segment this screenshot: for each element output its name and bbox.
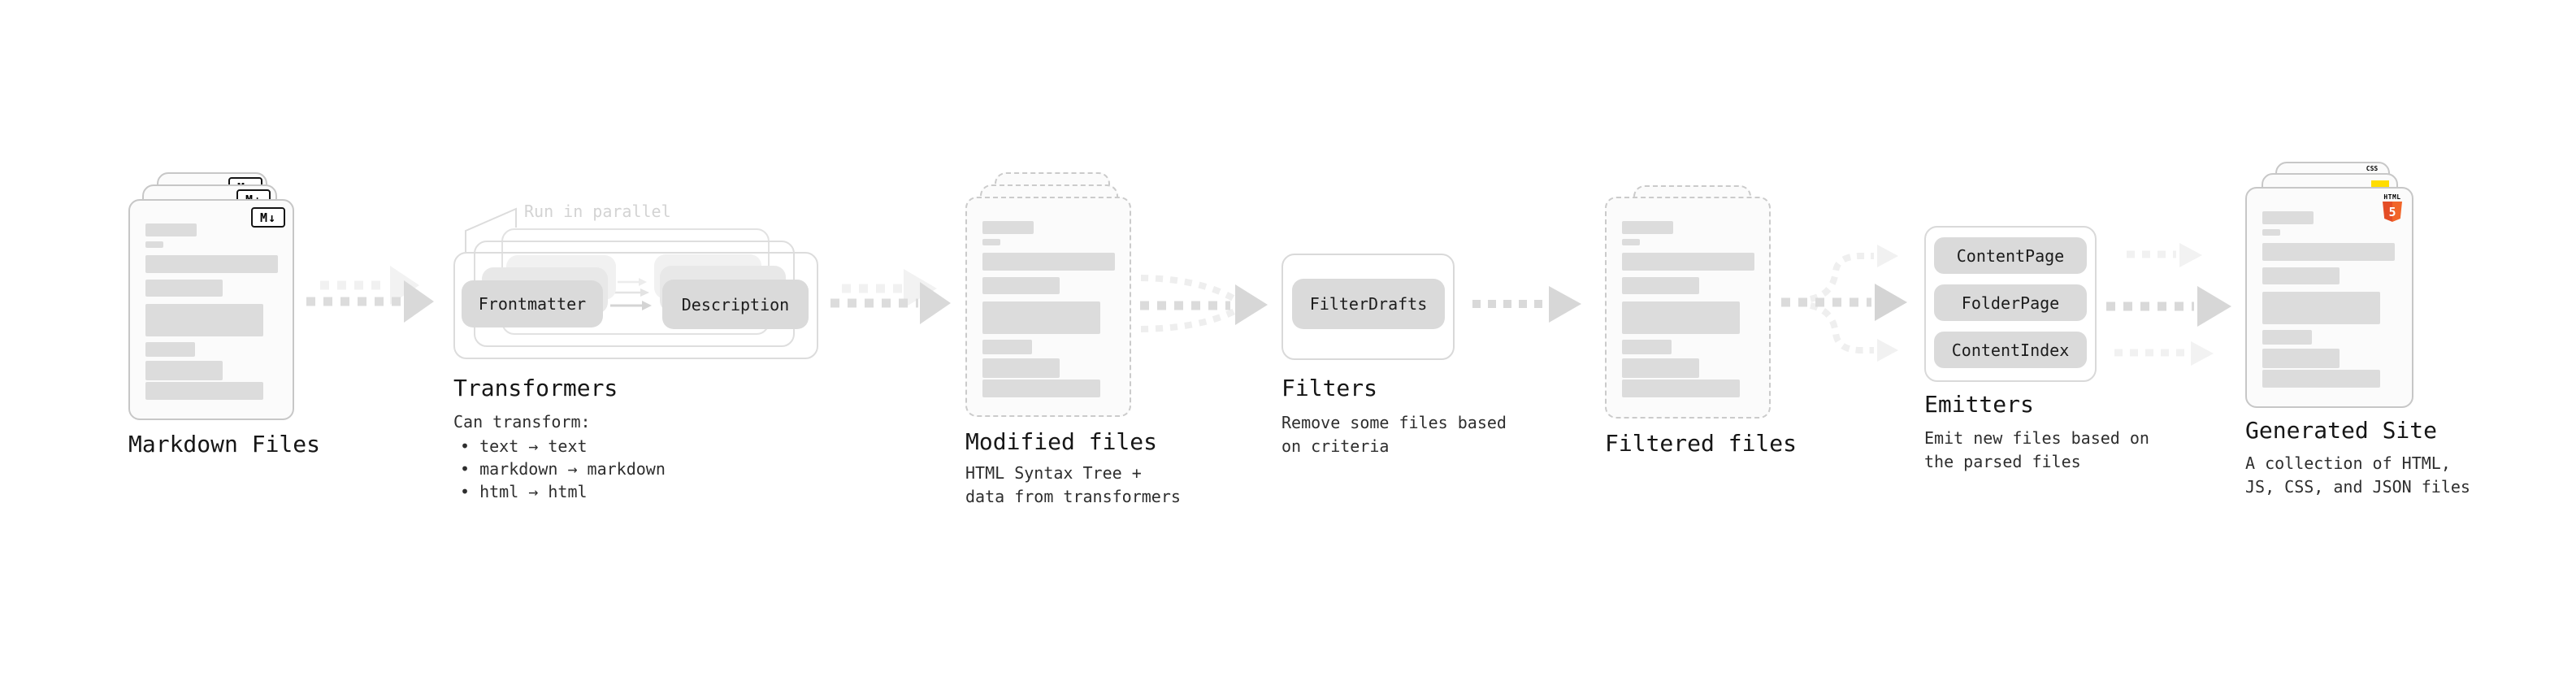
doc-line [1622, 380, 1740, 397]
markdown-doc-front: M↓ [128, 199, 294, 420]
subtitle-line: Remove some files based [1281, 413, 1507, 432]
subtitle-line: data from transformers [965, 487, 1181, 506]
doc-line [145, 255, 278, 273]
doc-line [145, 223, 197, 236]
html5-icon: HTML 5 [2382, 193, 2403, 222]
doc-placeholder-lines [982, 221, 1118, 397]
subtitle-line: on criteria [1281, 436, 1390, 456]
doc-line [145, 361, 223, 380]
subtitle-line: Emit new files based on [1924, 428, 2149, 448]
transformer-container-front [453, 252, 818, 359]
filters-box: FilterDrafts [1281, 254, 1455, 360]
arrow-markdown-to-transformers [306, 266, 434, 323]
filterdrafts-pill: FilterDrafts [1292, 279, 1445, 329]
arrow-filters-to-filtered [1472, 286, 1581, 323]
css-icon-label: CSS [2366, 165, 2379, 172]
frontmatter-pill: Frontmatter [462, 280, 603, 327]
filters-subtitle: Remove some files based on criteria [1281, 411, 1507, 458]
run-in-parallel-note: Run in parallel [524, 202, 671, 221]
html5-icon-number: 5 [2388, 205, 2396, 219]
arrow-emitters-to-generated [2106, 243, 2231, 366]
doc-line [2262, 243, 2395, 261]
contentindex-pill: ContentIndex [1934, 332, 2087, 368]
js-file-icon [2371, 180, 2389, 189]
folderpage-pill: FolderPage [1934, 284, 2087, 321]
doc-line [2262, 267, 2340, 284]
transformers-bullet-list: text → text markdown → markdown html → h… [460, 435, 666, 503]
transform-bullet: html → html [460, 480, 666, 503]
generated-site-title: Generated Site [2245, 417, 2438, 444]
doc-line [1622, 301, 1740, 334]
doc-line [2262, 330, 2312, 345]
doc-line [982, 239, 1000, 245]
modified-files-subtitle: HTML Syntax Tree + data from transformer… [965, 462, 1181, 509]
doc-line [2262, 370, 2380, 388]
doc-line [1622, 340, 1672, 354]
doc-placeholder-lines [145, 223, 281, 400]
generated-doc-front: HTML 5 [2245, 187, 2413, 408]
doc-line [1622, 358, 1699, 378]
emitters-box: ContentPage FolderPage ContentIndex [1924, 226, 2097, 382]
generated-site-subtitle: A collection of HTML, JS, CSS, and JSON … [2245, 452, 2470, 499]
doc-line [2262, 349, 2340, 368]
transformers-title: Transformers [453, 375, 618, 401]
doc-line [982, 301, 1100, 334]
markdown-icon: M↓ [251, 207, 285, 228]
doc-line [982, 253, 1115, 271]
filters-title: Filters [1281, 375, 1378, 401]
emitters-title: Emitters [1924, 391, 2034, 418]
subtitle-line: JS, CSS, and JSON files [2245, 477, 2470, 497]
emitters-subtitle: Emit new files based on the parsed files [1924, 427, 2149, 474]
arrow-modified-to-filters [1140, 275, 1268, 332]
modified-files-title: Modified files [965, 428, 1158, 455]
doc-line [145, 304, 263, 336]
transformers-caption: Can transform: [453, 412, 591, 432]
markdown-files-title: Markdown Files [128, 431, 321, 458]
doc-line [1622, 253, 1754, 271]
modified-doc-front [965, 197, 1131, 417]
arrow-transformers-to-modified [830, 269, 951, 324]
description-pill: Description [662, 280, 809, 329]
transform-bullet: markdown → markdown [460, 458, 666, 480]
subtitle-line: HTML Syntax Tree + [965, 463, 1142, 483]
doc-line [145, 342, 195, 357]
html5-icon-shield: 5 [2383, 202, 2402, 222]
doc-line [145, 382, 263, 400]
doc-line [2262, 211, 2314, 224]
transform-bullet: text → text [460, 435, 666, 458]
doc-line [982, 340, 1032, 354]
doc-line [982, 277, 1060, 294]
doc-line [1622, 277, 1699, 294]
doc-line [982, 221, 1034, 234]
doc-line [982, 358, 1060, 378]
arrow-filtered-to-emitters [1781, 245, 1907, 362]
doc-line [982, 380, 1100, 397]
html5-icon-label: HTML [2383, 193, 2401, 201]
doc-line [2262, 229, 2280, 236]
doc-line [145, 280, 223, 297]
filtered-doc-front [1605, 197, 1771, 419]
doc-line [2262, 292, 2380, 324]
doc-placeholder-lines [1622, 221, 1758, 397]
contentpage-pill: ContentPage [1934, 237, 2087, 274]
subtitle-line: A collection of HTML, [2245, 453, 2451, 473]
doc-placeholder-lines [2262, 211, 2400, 388]
doc-line [145, 241, 163, 248]
filtered-files-title: Filtered files [1605, 430, 1798, 457]
doc-line [1622, 239, 1640, 245]
subtitle-line: the parsed files [1924, 452, 2081, 471]
doc-line [1622, 221, 1673, 234]
